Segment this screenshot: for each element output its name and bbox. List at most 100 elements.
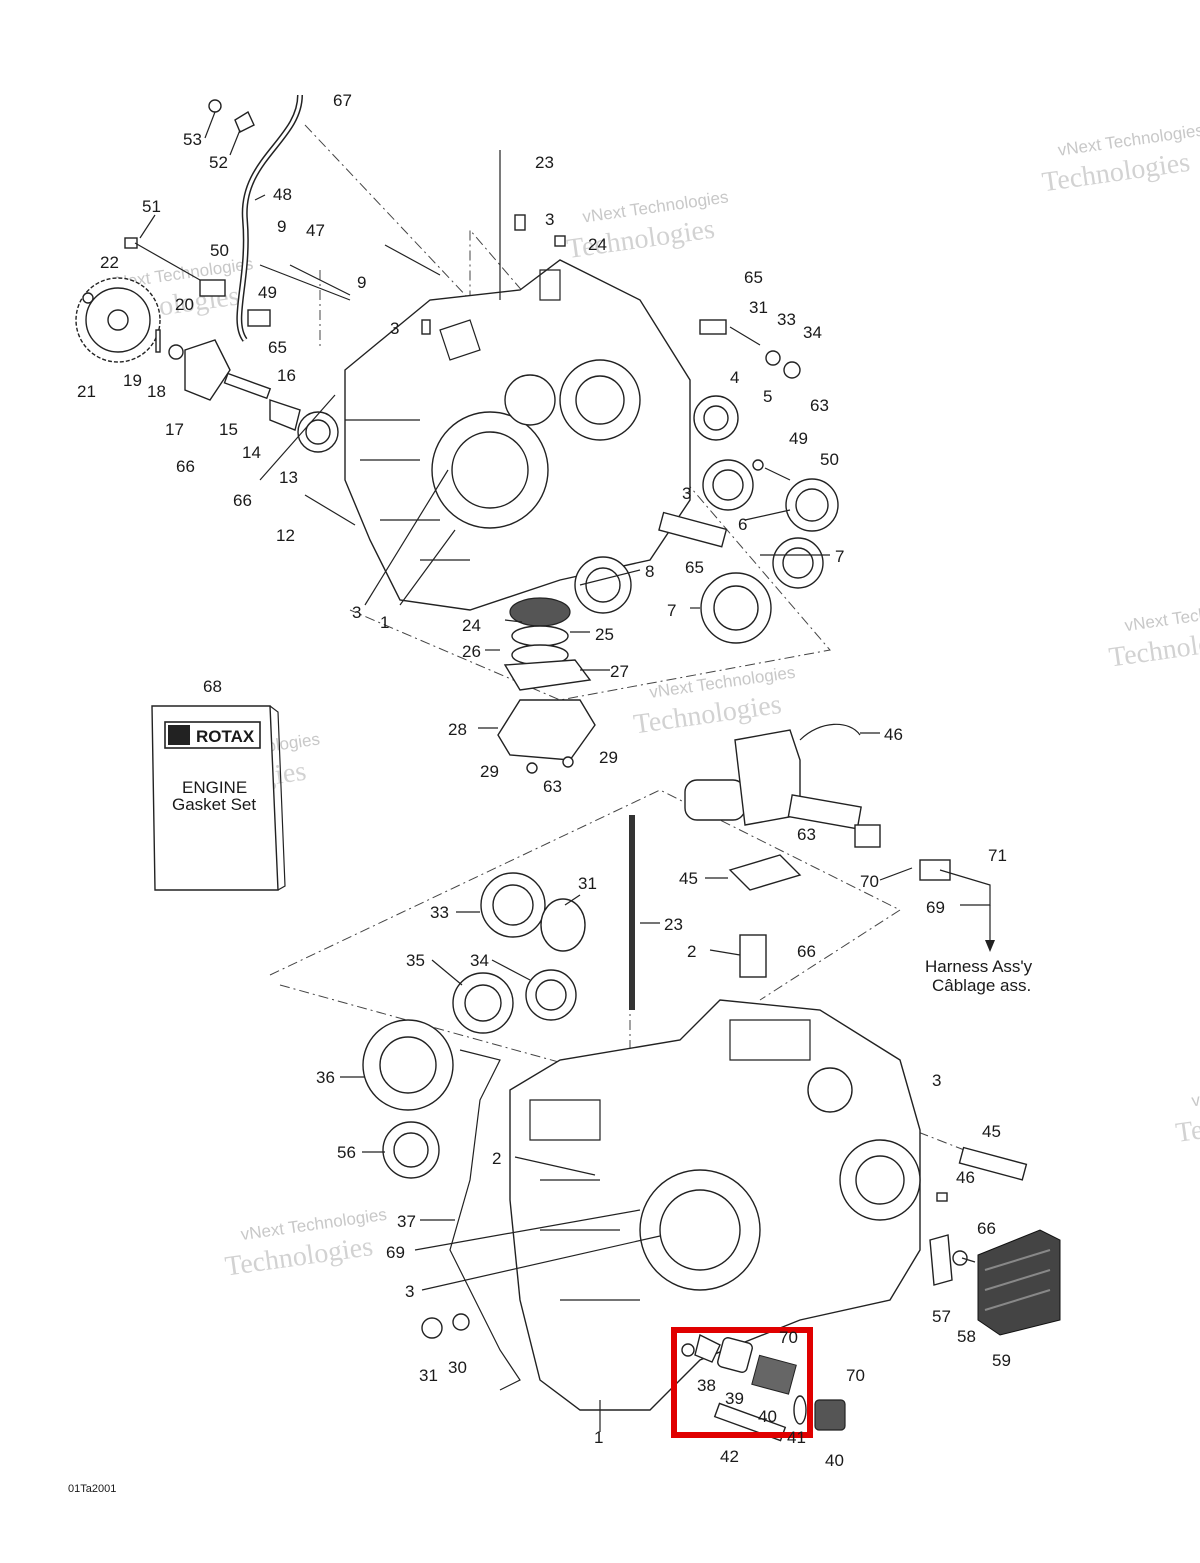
callout-label: 59 [992,1351,1011,1370]
gasket-set-title: ENGINE [182,778,247,797]
callout-label: 31 [749,298,768,317]
callout-label: 25 [595,625,614,644]
watermark-text: vNext Technologies [1123,596,1200,635]
connector-lead [939,869,991,906]
bearings-lower [362,872,767,1179]
connector [919,859,951,881]
callout-label: 17 [165,420,184,439]
callout-label: 71 [988,846,1007,865]
callout-label: 51 [142,197,161,216]
callout-label: 69 [386,1243,405,1262]
callout-label: 63 [810,396,829,415]
highlight-box [671,1327,813,1438]
callout-label: 24 [462,616,481,635]
callout-label: 52 [209,153,228,172]
oil-line [236,94,303,342]
callout-label: 56 [337,1143,356,1162]
callout-label: 50 [820,450,839,469]
callout-label: 8 [645,562,654,581]
oil-pump-gear [75,277,161,363]
callout-label: 14 [242,443,261,462]
callout-label: 70 [779,1328,798,1347]
callout-label: 57 [932,1307,951,1326]
callout-label: 3 [682,484,691,503]
callout-label: 24 [588,235,607,254]
callout-label: 40 [758,1407,777,1426]
callout-label: 66 [977,1219,996,1238]
callout-label: 65 [744,268,763,287]
circlip [82,292,94,304]
callout-label: 41 [787,1428,806,1447]
callout-label: 16 [277,366,296,385]
callout-label: 23 [535,153,554,172]
callout-label: 46 [956,1168,975,1187]
bolts-upper [124,150,566,526]
callout-label: 66 [233,491,252,510]
watermark-text: vNext Technologies [1190,1071,1200,1110]
callout-label: 15 [219,420,238,439]
callout-label: 38 [697,1376,716,1395]
leader-lines [139,111,913,1432]
callout-label: 58 [957,1327,976,1346]
callout-label: 3 [390,319,399,338]
callout-label: 2 [492,1149,501,1168]
callout-label: 1 [380,613,389,632]
relief-valve-parts [681,1333,846,1442]
clip [234,110,255,133]
callout-label: 65 [685,558,704,577]
callout-label: 7 [667,601,676,620]
starter-sensor [684,723,881,848]
callout-label: 46 [884,725,903,744]
strainer-assembly [497,597,596,774]
callout-label: 34 [470,951,489,970]
callout-label: 9 [357,273,366,292]
callout-labels: 67 53 52 23 48 51 3 9 47 50 24 22 65 9 4… [77,91,1011,1470]
callout-label: 49 [789,429,808,448]
callout-label: 19 [123,371,142,390]
callout-label: 66 [176,457,195,476]
rotax-logo-mark [168,725,190,745]
callout-label: 47 [306,221,325,240]
upper-crankcase [344,259,691,611]
callout-label: 18 [147,382,166,401]
callout-label: 1 [594,1428,603,1447]
callout-label: 30 [448,1358,467,1377]
callout-label: 6 [738,515,747,534]
callout-label: 33 [777,310,796,329]
figure-code: 01Ta2001 [68,1483,116,1495]
callout-label: 50 [210,241,229,260]
callout-label: 28 [448,720,467,739]
callout-label: 63 [543,777,562,796]
callout-label: 9 [277,217,286,236]
callout-label: 31 [419,1366,438,1385]
callout-label: 70 [846,1366,865,1385]
callout-label: 2 [687,942,696,961]
callout-label: 37 [397,1212,416,1231]
callout-label: 48 [273,185,292,204]
callout-label: 40 [825,1451,844,1470]
callout-label: 39 [725,1389,744,1408]
nut [208,99,222,113]
callout-label: 45 [679,869,698,888]
callout-label: 29 [599,748,618,767]
harness-arrow-head [985,940,995,952]
harness-label-fr: Câblage ass. [932,976,1031,995]
pin [155,329,161,353]
callout-label: 23 [664,915,683,934]
gasket-set-number: 68 [203,677,222,696]
oil-pump-parts [168,279,339,453]
gasket-outline [449,1049,521,1391]
callout-label: 45 [982,1122,1001,1141]
callout-label: 34 [803,323,822,342]
callout-label: 53 [183,130,202,149]
callout-label: 66 [797,942,816,961]
lower-right-parts [421,1146,1061,1339]
callout-label: 5 [763,387,772,406]
filter-element [977,1229,1061,1336]
harness-label: Harness Ass'y [925,957,1033,976]
callout-label: 3 [352,603,361,622]
oil-line-inner [237,94,302,341]
callout-label: 31 [578,874,597,893]
callout-label: 12 [276,526,295,545]
